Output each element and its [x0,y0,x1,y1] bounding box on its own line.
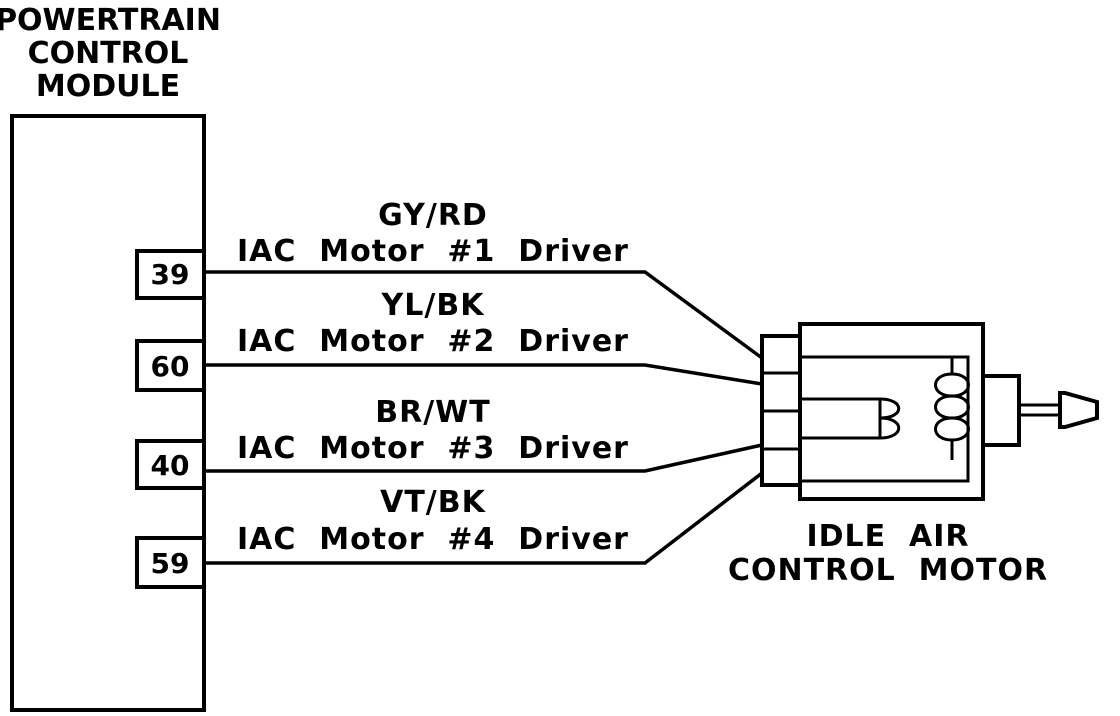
wire-3 [204,443,763,473]
pintle [1058,391,1099,429]
wire-2-color: YL/BK [381,288,486,323]
module-title-line-3: MODULE [36,69,180,104]
pin-number: 60 [151,350,190,383]
wire-4 [204,471,764,565]
motor-label: IDLE AIR CONTROL MOTOR [728,519,1048,588]
wire-labels: GY/RD IAC Motor #1 Driver YL/BK IAC Moto… [237,198,629,557]
shaft-housing [981,374,1021,447]
pin-number: 40 [151,449,190,482]
wire-3-color: BR/WT [375,395,490,430]
pin-59: 59 [135,536,206,589]
motor-label-line-1: IDLE AIR [806,519,969,554]
pin-40: 40 [135,439,206,490]
pin-number: 39 [151,258,190,291]
pin-box [135,339,206,392]
module-title-line-2: CONTROL [28,36,189,71]
pin-60: 60 [135,339,206,392]
module-title: POWERTRAIN CONTROL MODULE [0,3,221,104]
wire-4-function: IAC Motor #4 Driver [237,522,629,557]
pin-39: 39 [135,249,206,300]
wire-2-function: IAC Motor #2 Driver [237,324,629,359]
motor-body [798,322,985,501]
pin-box [135,439,206,490]
wire-1-function: IAC Motor #1 Driver [237,234,629,269]
wire-3-function: IAC Motor #3 Driver [237,431,629,466]
stepper-motor-icon [760,322,1099,501]
coil-a [879,397,901,440]
wire-1 [204,270,764,360]
pin-number: 59 [151,547,190,580]
wire-4-color: VT/BK [380,485,487,520]
pin-box [135,249,206,300]
motor-label-line-2: CONTROL MOTOR [728,553,1048,588]
wire-1-color: GY/RD [378,198,488,233]
wire-2 [204,363,763,386]
wires [204,270,764,565]
module-title-line-1: POWERTRAIN [0,3,221,38]
pcm-module-box [10,114,206,712]
